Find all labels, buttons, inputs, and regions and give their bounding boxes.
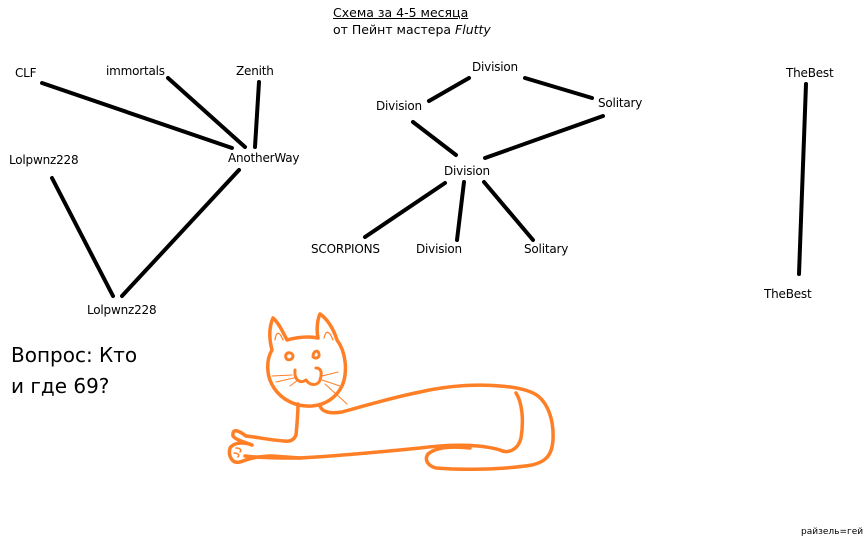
- node-immortals: immortals: [106, 64, 165, 78]
- node-zenith: Zenith: [236, 64, 274, 78]
- edge-center-solitary: [482, 180, 535, 242]
- footnote: райзель=гей: [801, 527, 864, 537]
- edge-center-scorpions: [363, 181, 447, 239]
- node-division-left: Division: [376, 99, 422, 113]
- node-solitary-right: Solitary: [598, 96, 643, 110]
- node-lolpwnz-top: Lolpwnz228: [9, 153, 79, 167]
- node-division-center: Division: [444, 164, 490, 178]
- node-division-top: Division: [472, 60, 518, 74]
- node-thebest-top: TheBest: [786, 66, 834, 80]
- node-thebest-bottom: TheBest: [764, 287, 812, 301]
- edge-thebest: [797, 82, 808, 276]
- question-line-2: и где 69?: [11, 374, 110, 398]
- title-prefix: от Пейнт мастера: [333, 22, 456, 37]
- edge-clf-anotherway: [40, 81, 234, 150]
- cat-icon: [227, 312, 555, 471]
- edge-immortals-anotherway: [166, 76, 247, 149]
- node-anotherway: AnotherWay: [228, 151, 300, 165]
- edge-center-division: [455, 180, 466, 242]
- title-author: Flutty: [455, 22, 491, 37]
- diagram-title: Схема за 4-5 месяца от Пейнт мастера Flu…: [333, 4, 491, 38]
- edge-div-top-solitary: [523, 76, 594, 100]
- title-line-2: от Пейнт мастера Flutty: [333, 21, 491, 38]
- edge-anotherway-lolpwnz: [120, 168, 241, 298]
- question-text: Вопрос: Кто и где 69?: [11, 340, 137, 402]
- node-division-bottom: Division: [416, 242, 462, 256]
- question-line-1: Вопрос: Кто: [11, 343, 138, 367]
- edge-lolpwnz-top-bottom: [50, 176, 115, 298]
- node-clf: CLF: [15, 66, 37, 80]
- node-lolpwnz-bottom: Lolpwnz228: [87, 303, 157, 317]
- node-scorpions: SCORPIONS: [311, 242, 380, 256]
- edge-div-top-left: [427, 76, 471, 103]
- node-solitary-bottom: Solitary: [524, 242, 569, 256]
- title-line-1: Схема за 4-5 месяца: [333, 5, 469, 20]
- edge-solitary-center: [483, 114, 605, 160]
- edge-zenith-anotherway: [253, 80, 261, 149]
- edge-div-left-center: [411, 120, 458, 157]
